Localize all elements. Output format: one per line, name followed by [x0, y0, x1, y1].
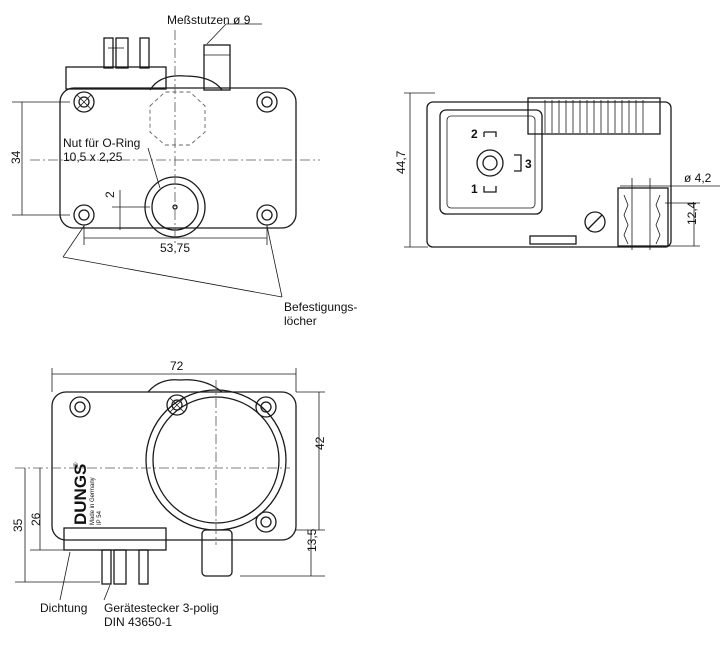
dim-42: 42 — [313, 436, 327, 450]
dim-72: 72 — [170, 359, 184, 373]
mounting-hole-b-br-icon — [255, 511, 277, 533]
dim-12-4: 12,4 — [685, 201, 699, 225]
screw-icon — [584, 211, 606, 233]
mounting-hole-bl-icon — [73, 204, 95, 226]
dim-44-7: 44,7 — [394, 150, 408, 174]
made-in-label: Made in Germany — [90, 477, 96, 525]
dungs-logo: DUNGS ® Made in Germany IP 54 — [71, 462, 103, 525]
registered-mark: ® — [73, 462, 80, 467]
mounting-hole-b-tl-icon — [69, 396, 91, 418]
dim-13-5: 13,5 — [305, 528, 319, 552]
measuring-nozzle-label: Meßstutzen ø 9 — [167, 13, 251, 27]
dim-2: 2 — [103, 191, 117, 198]
dim-hole-dia: ø 4,2 — [684, 171, 712, 185]
dim-53-75: 53,75 — [160, 241, 190, 255]
ip-rating-label: IP 54 — [97, 510, 103, 525]
brand-text: DUNGS — [71, 464, 90, 525]
dim-26: 26 — [29, 512, 43, 526]
dim-34: 34 — [9, 150, 23, 164]
oring-groove-label: Nut für O-Ring — [63, 136, 140, 150]
seal-label: Dichtung — [40, 601, 87, 615]
dim-35: 35 — [11, 518, 25, 532]
connector-label: Gerätestecker 3-polig — [104, 601, 219, 615]
bottom-view — [15, 368, 325, 601]
mounting-hole-br-icon — [256, 204, 278, 226]
side-view — [404, 92, 720, 250]
top-view — [12, 23, 320, 298]
mounting-hole-tr-icon — [256, 91, 278, 113]
oring-groove-size: 10,5 x 2,25 — [63, 150, 123, 164]
mounting-hole-b-tr-icon — [255, 396, 277, 418]
pin-3-label: 3 — [525, 157, 532, 171]
connector-din-label: DIN 43650-1 — [104, 615, 172, 629]
mounting-holes-label: Befestigungs- — [284, 300, 357, 314]
mounting-hole-b-tm-icon — [166, 394, 188, 416]
mounting-holes-label-2: löcher — [284, 314, 317, 328]
mounting-hole-tl-icon — [73, 91, 95, 113]
pin-1-label: 1 — [471, 182, 478, 196]
pin-2-label: 2 — [471, 127, 478, 141]
